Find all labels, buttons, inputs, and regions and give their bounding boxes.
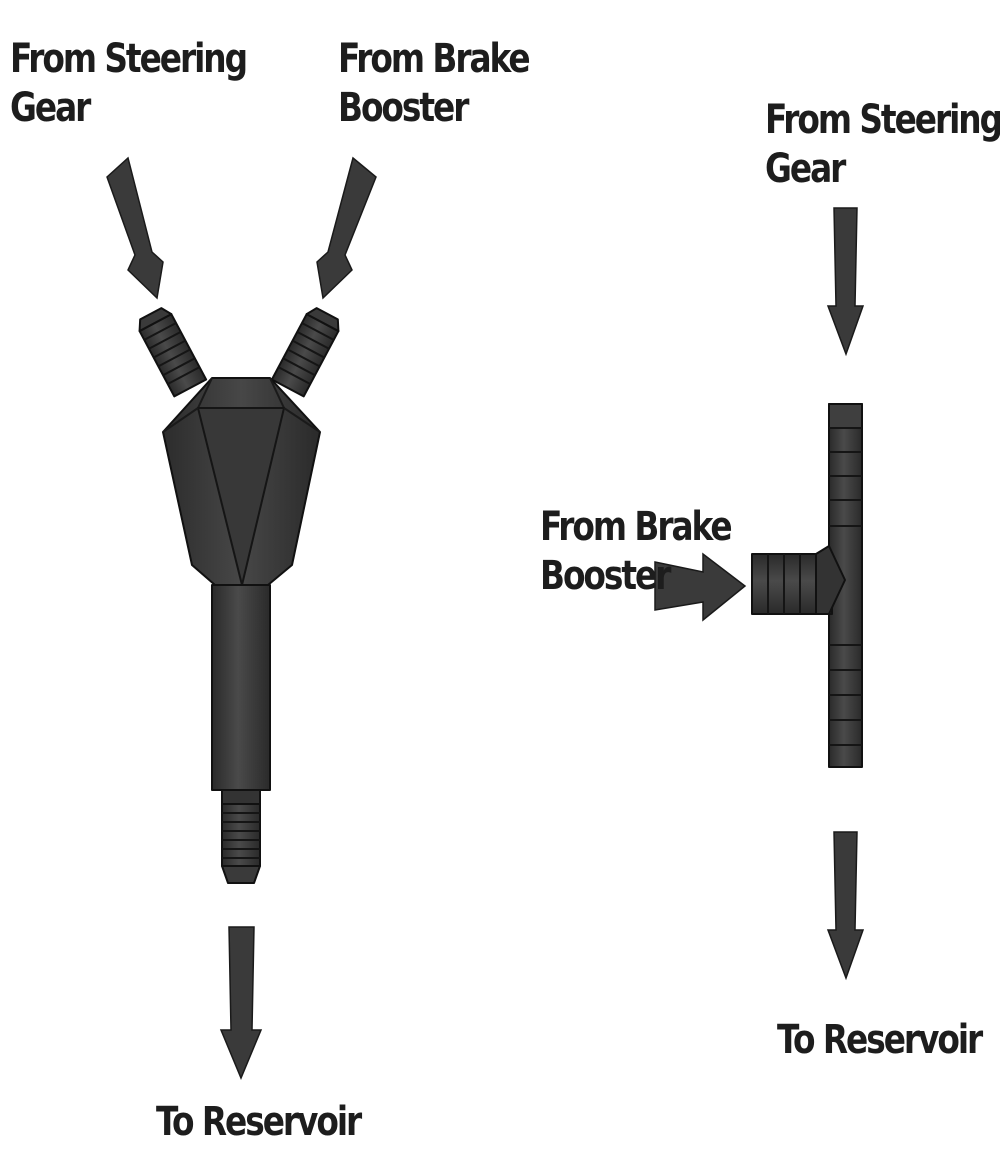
label-line: Booster — [338, 85, 469, 131]
arrow-right-icon — [654, 552, 747, 622]
arrow-down-icon — [219, 926, 263, 1080]
right-to-reservoir-label: To Reservoir — [777, 1016, 983, 1065]
y-fitting-left-inlet — [138, 307, 208, 398]
label-line: From Steering — [765, 97, 1000, 143]
right-from-steering-gear-label: From Steering Gear — [765, 96, 1000, 194]
y-fitting-outlet-tube — [211, 584, 271, 791]
label-line: From Steering — [10, 36, 248, 82]
y-fitting-outlet-thread — [221, 803, 261, 884]
t-fitting — [751, 403, 863, 768]
label-line: Gear — [765, 146, 846, 192]
label-line: Booster — [540, 553, 671, 599]
label-line: To Reservoir — [156, 1099, 362, 1145]
arrow-down-icon — [826, 831, 865, 981]
label-line: From Brake — [338, 36, 531, 82]
left-from-steering-gear-label: From Steering Gear — [10, 35, 248, 133]
y-fitting-right-inlet — [270, 307, 340, 398]
right-from-brake-booster-label: From Brake Booster — [540, 503, 733, 601]
left-from-brake-booster-label: From Brake Booster — [338, 35, 531, 133]
arrow-down-icon — [826, 207, 865, 357]
label-line: To Reservoir — [777, 1017, 983, 1063]
left-to-reservoir-label: To Reservoir — [156, 1098, 362, 1147]
arrow-diagonal-icon — [106, 156, 164, 300]
y-fitting — [138, 307, 340, 884]
label-line: Gear — [10, 85, 91, 131]
label-line: From Brake — [540, 504, 733, 550]
arrow-diagonal-icon — [316, 156, 377, 300]
